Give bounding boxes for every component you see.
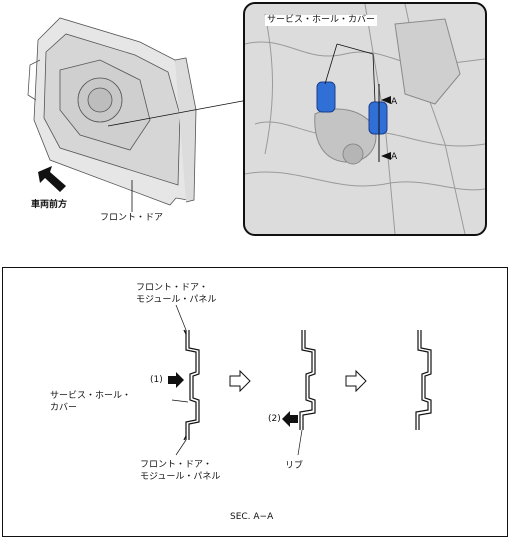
- section-marker-a-top: A: [391, 97, 398, 107]
- top-panel-label-line1: フロント・ドア・: [136, 283, 209, 293]
- front-door-label: フロント・ドア: [100, 213, 164, 223]
- bottom-panel-label-line1: フロント・ドア・: [140, 460, 213, 470]
- bottom-panel-label-line2: モジュール・パネル: [140, 472, 221, 482]
- section-arrow-a-bottom-icon: [381, 152, 391, 160]
- callout-detail: [243, 2, 487, 236]
- section-profile-3: [415, 330, 432, 430]
- transition-arrow-1-icon: [229, 369, 251, 393]
- push-arrow-1-icon: [168, 372, 184, 388]
- step-1-label: (1): [150, 375, 163, 385]
- pull-arrow-2-icon: [282, 411, 298, 427]
- top-panel-label-line2: モジュール・パネル: [136, 295, 217, 305]
- front-door-body: [27, 17, 197, 206]
- callout-drawing: [245, 4, 485, 234]
- section-profile-1: [183, 329, 200, 441]
- cover-label-line2: カバー: [50, 403, 78, 413]
- section-caption: SEC. A−A: [230, 512, 274, 522]
- cover-label-line1: サービス・ホール・: [50, 391, 132, 401]
- vehicle-front-label: 車両前方: [31, 200, 68, 210]
- section-arrow-a-top-icon: [381, 96, 391, 104]
- section-view-panel: [2, 267, 508, 537]
- service-hole-cover-right: [368, 101, 388, 135]
- transition-arrow-2-icon: [345, 369, 367, 393]
- callout-leader: [107, 99, 249, 127]
- step-2-label: (2): [268, 414, 281, 424]
- service-hole-cover-label: サービス・ホール・カバー: [265, 15, 378, 26]
- vehicle-front-arrow-icon: [38, 166, 66, 192]
- section-marker-a-bottom: A: [391, 152, 398, 162]
- rib-label: リブ: [285, 461, 304, 471]
- section-profile-2: [299, 330, 316, 430]
